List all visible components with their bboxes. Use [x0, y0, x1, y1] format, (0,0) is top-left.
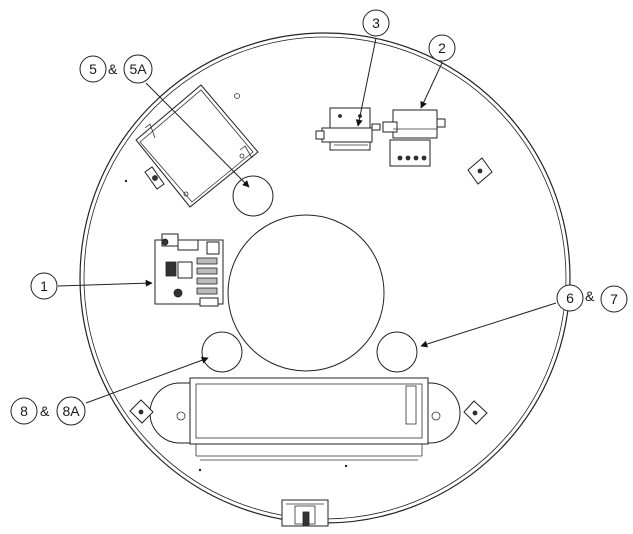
hole-6-7: [376, 331, 418, 373]
callout-2: 2: [428, 34, 456, 62]
callout-8a-label: 8A: [62, 403, 80, 419]
callout-1-label: 1: [40, 278, 48, 294]
callout-3: 3: [362, 9, 390, 37]
leader-3: [355, 37, 377, 127]
callout-7: 7: [600, 285, 628, 313]
battery-housing: [149, 377, 461, 461]
hole-8-8a: [201, 331, 243, 373]
base-plate: [79, 32, 571, 524]
part-2-switch: [382, 109, 446, 167]
bottom-connector: [281, 499, 329, 527]
leader-6-7: [420, 302, 557, 348]
leader-1: [57, 279, 153, 287]
ampersand-5: &: [108, 61, 118, 77]
part-3-switch: [315, 107, 381, 151]
part-5-box: [135, 84, 259, 208]
hole-5-5a: [232, 175, 274, 217]
callout-5a-label: 5A: [129, 61, 147, 77]
callout-3-label: 3: [372, 15, 380, 31]
callout-8: 8: [10, 397, 38, 425]
leader-2: [420, 62, 443, 109]
clip-right-top: [467, 157, 493, 185]
ampersand-8: &: [40, 403, 50, 419]
callout-5: 5: [79, 55, 107, 83]
callout-6: 6: [556, 284, 584, 312]
callout-8a: 8A: [56, 396, 86, 426]
part-1-board: [154, 233, 224, 307]
leader-8-8a: [85, 356, 209, 404]
leader-5-5a: [145, 82, 250, 188]
callout-5a: 5A: [123, 54, 153, 84]
clip-right-bottom: [463, 400, 488, 425]
callout-5-label: 5: [89, 61, 97, 77]
callout-7-label: 7: [610, 291, 618, 307]
center-hole: [227, 214, 385, 372]
callout-6-label: 6: [566, 290, 574, 306]
callout-2-label: 2: [438, 40, 446, 56]
ampersand-6: &: [585, 288, 595, 304]
leader-lines: [57, 37, 557, 404]
clip-left-bottom: [129, 399, 154, 424]
callout-1: 1: [30, 272, 58, 300]
callout-8-label: 8: [20, 403, 28, 419]
